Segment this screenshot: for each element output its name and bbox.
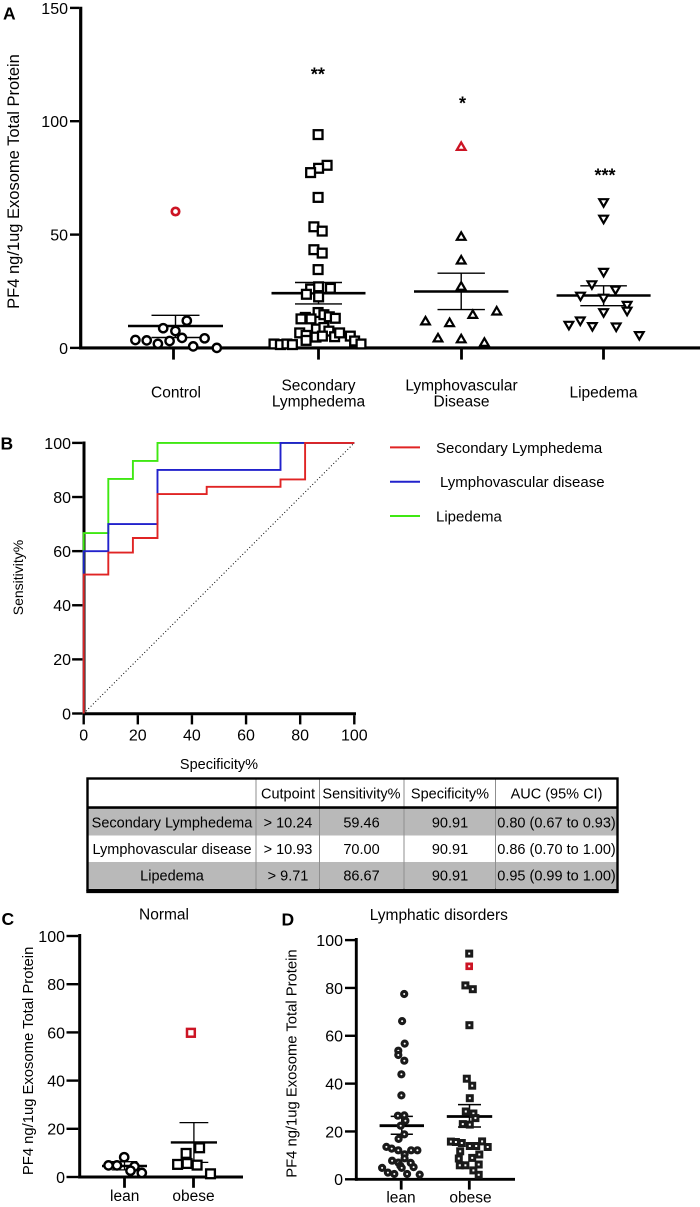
svg-text:90.91: 90.91 xyxy=(432,815,468,831)
svg-text:40: 40 xyxy=(53,598,71,615)
svg-text:Disease: Disease xyxy=(434,394,490,411)
svg-text:Secondary Lymphedema: Secondary Lymphedema xyxy=(436,440,603,457)
svg-text:Sensitivity%: Sensitivity% xyxy=(10,540,26,615)
svg-text:AUC (95% CI): AUC (95% CI) xyxy=(511,787,603,803)
svg-text:Specificity%: Specificity% xyxy=(411,787,489,803)
svg-text:Secondary: Secondary xyxy=(281,378,355,395)
svg-text:PF4 ng/1ug Exosome Total Prote: PF4 ng/1ug Exosome Total Protein xyxy=(5,54,23,309)
svg-text:0: 0 xyxy=(59,341,68,358)
svg-text:Lipedema: Lipedema xyxy=(436,508,503,525)
svg-text:Lipedema: Lipedema xyxy=(569,384,637,401)
svg-text:20: 20 xyxy=(325,1124,343,1141)
svg-text:lean: lean xyxy=(386,1190,415,1207)
svg-text:20: 20 xyxy=(47,1122,65,1139)
svg-text:150: 150 xyxy=(41,1,68,18)
svg-text:Specificity%: Specificity% xyxy=(180,757,258,773)
svg-text:60: 60 xyxy=(325,1029,343,1046)
svg-text:40: 40 xyxy=(183,728,201,745)
svg-text:59.46: 59.46 xyxy=(343,815,379,831)
svg-text:B: B xyxy=(1,434,14,454)
svg-text:100: 100 xyxy=(38,929,65,946)
svg-text:60: 60 xyxy=(53,544,71,561)
svg-text:90.91: 90.91 xyxy=(432,868,468,884)
svg-text:PF4 ng/1ug Exosome Total Prote: PF4 ng/1ug Exosome Total Protein xyxy=(285,949,301,1177)
svg-text:90.91: 90.91 xyxy=(432,842,468,858)
svg-text:0: 0 xyxy=(334,1172,343,1189)
svg-text:Lymphovascular disease: Lymphovascular disease xyxy=(440,474,605,491)
svg-text:C: C xyxy=(2,909,15,929)
svg-text:80: 80 xyxy=(53,490,71,507)
svg-text:A: A xyxy=(3,4,16,24)
svg-text:Lipedema: Lipedema xyxy=(140,868,205,884)
svg-text:20: 20 xyxy=(53,652,71,669)
svg-text:100: 100 xyxy=(41,114,68,131)
svg-text:60: 60 xyxy=(237,728,255,745)
svg-text:40: 40 xyxy=(47,1073,65,1090)
svg-text:80: 80 xyxy=(325,981,343,998)
svg-text:Lymphedema: Lymphedema xyxy=(272,394,366,411)
svg-text:0: 0 xyxy=(56,1170,65,1187)
svg-text:0.95 (0.99 to 1.00): 0.95 (0.99 to 1.00) xyxy=(497,868,616,884)
svg-text:D: D xyxy=(282,909,295,929)
svg-text:20: 20 xyxy=(129,728,147,745)
svg-text:lean: lean xyxy=(110,1188,139,1205)
svg-text:86.67: 86.67 xyxy=(343,868,379,884)
svg-text:40: 40 xyxy=(325,1076,343,1093)
svg-text:**: ** xyxy=(311,64,325,84)
svg-text:*: * xyxy=(459,94,466,114)
svg-text:0: 0 xyxy=(62,706,71,723)
svg-text:Sensitivity%: Sensitivity% xyxy=(322,787,400,803)
svg-text:0.86 (0.70 to 1.00): 0.86 (0.70 to 1.00) xyxy=(497,842,616,858)
svg-text:Lymphovascular disease: Lymphovascular disease xyxy=(92,842,251,858)
svg-text:> 10.24: > 10.24 xyxy=(264,815,313,831)
svg-text:Control: Control xyxy=(151,384,201,401)
svg-text:Lymphovascular: Lymphovascular xyxy=(405,378,517,395)
svg-text:100: 100 xyxy=(44,436,71,453)
svg-text:100: 100 xyxy=(316,933,343,950)
svg-text:obese: obese xyxy=(172,1188,214,1205)
svg-text:> 10.93: > 10.93 xyxy=(264,842,313,858)
svg-text:Normal: Normal xyxy=(139,907,189,924)
svg-text:Cutpoint: Cutpoint xyxy=(261,787,315,803)
svg-text:100: 100 xyxy=(341,728,368,745)
svg-text:***: *** xyxy=(594,166,615,186)
svg-text:obese: obese xyxy=(449,1190,491,1207)
svg-text:80: 80 xyxy=(47,977,65,994)
svg-text:50: 50 xyxy=(50,227,68,244)
svg-text:80: 80 xyxy=(291,728,309,745)
svg-text:Secondary Lymphedema: Secondary Lymphedema xyxy=(92,815,254,831)
svg-text:Lymphatic disorders: Lymphatic disorders xyxy=(370,907,508,924)
svg-text:0: 0 xyxy=(79,728,88,745)
svg-text:70.00: 70.00 xyxy=(343,842,379,858)
svg-text:0.80 (0.67 to 0.93): 0.80 (0.67 to 0.93) xyxy=(497,815,616,831)
svg-text:> 9.71: > 9.71 xyxy=(268,868,309,884)
svg-text:60: 60 xyxy=(47,1025,65,1042)
svg-text:PF4 ng/1ug Exosome Total Prote: PF4 ng/1ug Exosome Total Protein xyxy=(21,947,37,1175)
